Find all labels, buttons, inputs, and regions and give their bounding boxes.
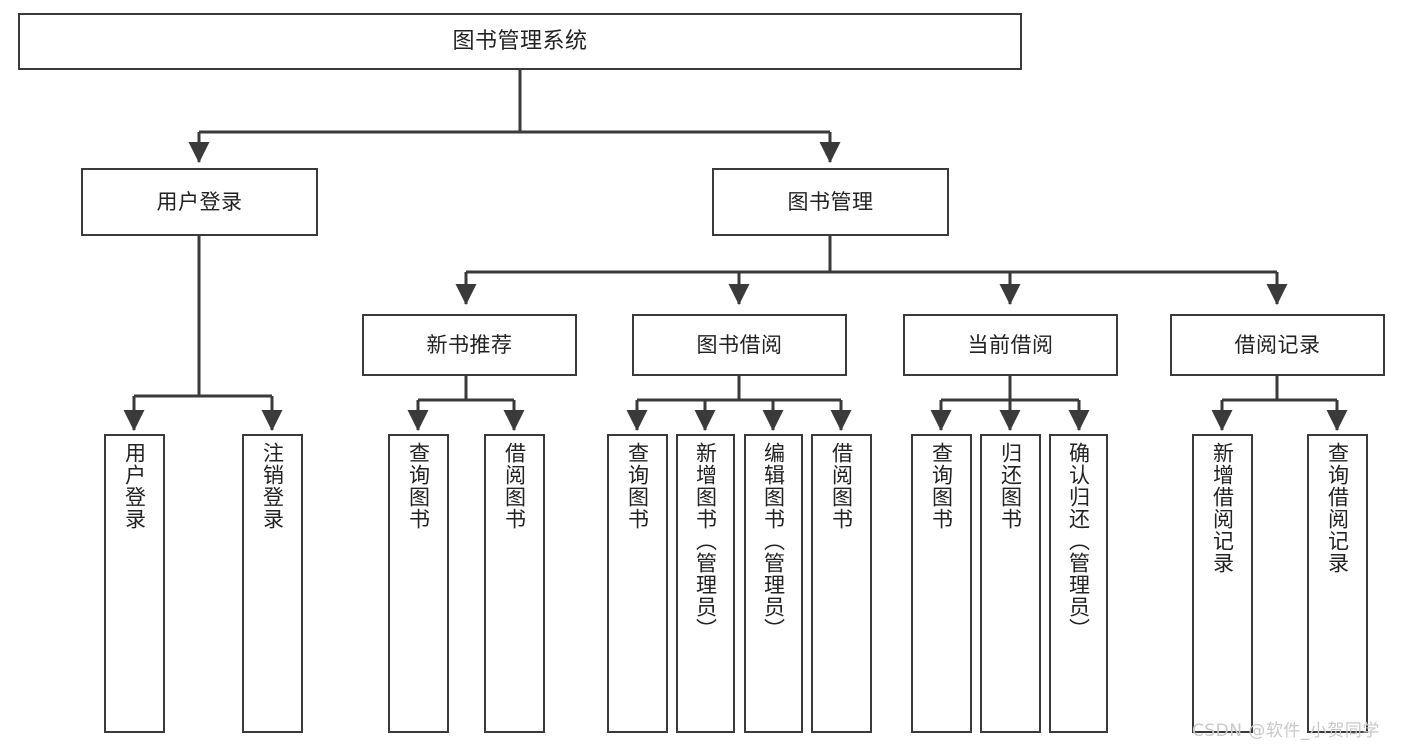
node-label: 查询借阅记录 bbox=[1325, 442, 1350, 574]
node-leaf-user-logout[interactable]: 注销登录 bbox=[242, 434, 303, 733]
node-label: 用户登录 bbox=[122, 442, 147, 530]
node-leaf-return-book[interactable]: 归还图书 bbox=[980, 434, 1041, 733]
node-leaf-user-login[interactable]: 用户登录 bbox=[104, 434, 165, 733]
node-user-login[interactable]: 用户登录 bbox=[81, 168, 318, 236]
csdn-watermark: CSDN @软件_小贺同学 bbox=[1192, 721, 1380, 741]
node-leaf-edit-book[interactable]: 编辑图书（管理员） bbox=[744, 434, 803, 733]
node-root-book-management-system[interactable]: 图书管理系统 bbox=[18, 13, 1022, 70]
node-label: 新增借阅记录 bbox=[1210, 442, 1235, 574]
node-label: 归还图书 bbox=[998, 442, 1023, 530]
node-leaf-add-book[interactable]: 新增图书（管理员） bbox=[676, 434, 735, 733]
node-current-borrow[interactable]: 当前借阅 bbox=[903, 314, 1118, 376]
node-label: 编辑图书（管理员） bbox=[761, 442, 786, 640]
node-label: 借阅图书 bbox=[829, 442, 854, 530]
node-label: 新增图书（管理员） bbox=[693, 442, 718, 640]
node-leaf-borrow-book-1[interactable]: 借阅图书 bbox=[484, 434, 545, 733]
node-label: 借阅记录 bbox=[1234, 332, 1321, 357]
node-leaf-add-record[interactable]: 新增借阅记录 bbox=[1192, 434, 1253, 733]
node-leaf-query-book-1[interactable]: 查询图书 bbox=[388, 434, 449, 733]
node-leaf-query-book-3[interactable]: 查询图书 bbox=[911, 434, 972, 733]
node-new-book-recommend[interactable]: 新书推荐 bbox=[362, 314, 577, 376]
node-label: 当前借阅 bbox=[967, 332, 1054, 357]
node-label: 图书管理 bbox=[787, 189, 874, 214]
node-label: 新书推荐 bbox=[426, 332, 513, 357]
node-label: 用户登录 bbox=[156, 189, 243, 214]
node-leaf-confirm-return[interactable]: 确认归还（管理员） bbox=[1049, 434, 1108, 733]
node-label: 图书借阅 bbox=[696, 332, 783, 357]
node-label: 确认归还（管理员） bbox=[1066, 442, 1091, 640]
node-borrow-record[interactable]: 借阅记录 bbox=[1170, 314, 1385, 376]
node-leaf-borrow-book-2[interactable]: 借阅图书 bbox=[811, 434, 872, 733]
node-label: 注销登录 bbox=[260, 442, 285, 530]
node-label: 查询图书 bbox=[929, 442, 954, 530]
node-label: 查询图书 bbox=[406, 442, 431, 530]
node-label: 借阅图书 bbox=[502, 442, 527, 530]
node-label: 查询图书 bbox=[625, 442, 650, 530]
node-book-management[interactable]: 图书管理 bbox=[712, 168, 949, 236]
node-label: 图书管理系统 bbox=[452, 28, 588, 54]
node-leaf-query-book-2[interactable]: 查询图书 bbox=[607, 434, 668, 733]
node-leaf-query-record[interactable]: 查询借阅记录 bbox=[1307, 434, 1368, 733]
node-book-borrow[interactable]: 图书借阅 bbox=[632, 314, 847, 376]
